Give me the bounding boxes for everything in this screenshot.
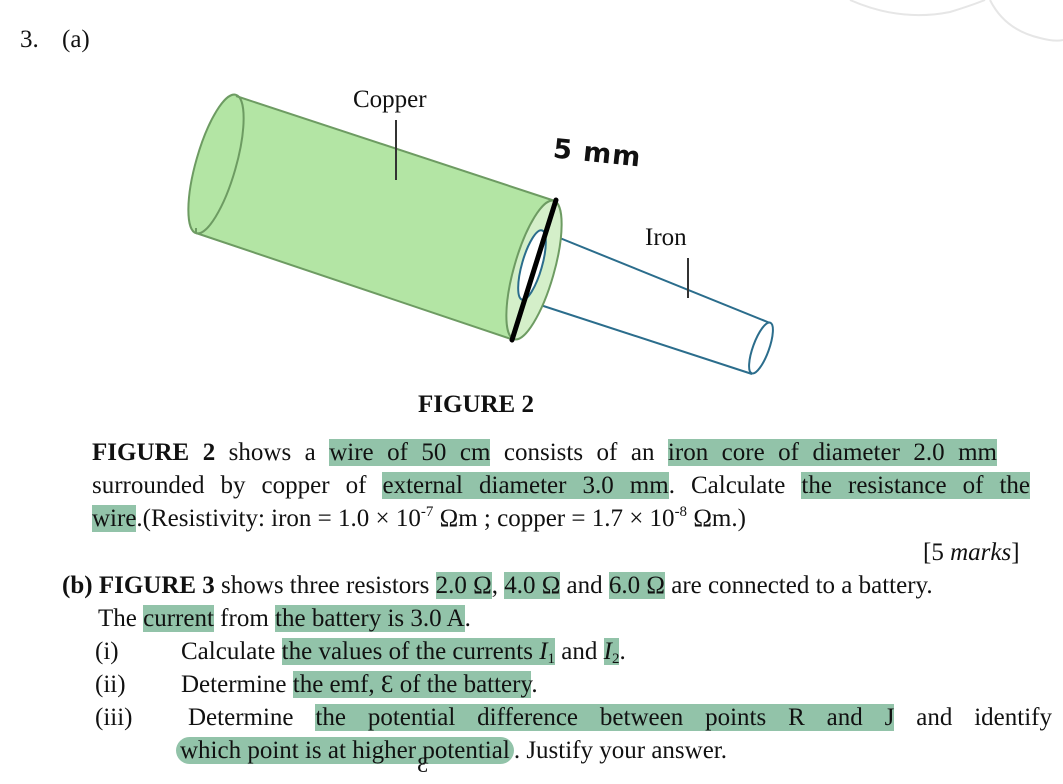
sub-iii-line-2: which point is at higher potential. Just… — [176, 735, 727, 767]
part-a-label: (a) — [62, 26, 90, 53]
copper-cylinder — [187, 93, 563, 341]
diameter-mark — [509, 197, 559, 343]
figure-2-caption: FIGURE 2 — [418, 391, 534, 418]
iron-rod — [524, 229, 774, 375]
part-a-line-2: surrounded by copper of external diamete… — [92, 472, 1031, 499]
sub-i-text: Calculate the values of the currents I1 … — [181, 638, 626, 667]
corner-decoration — [849, 0, 1063, 42]
sub-iii-line-1: Determine the potential difference betwe… — [188, 704, 1052, 731]
copper-label: Copper — [353, 86, 427, 113]
figure-2-diagram — [187, 93, 774, 375]
sub-iii-label: (iii) — [95, 704, 133, 731]
stray-emf-glyph: Ɛ — [417, 752, 429, 777]
marks-label: [5 marks] — [923, 539, 1020, 566]
part-a-line-1: FIGURE 2 shows a wire of 50 cm consists … — [92, 439, 997, 466]
part-a-line-3: wire.(Resistivity: iron = 1.0 × 10-7 Ωm … — [92, 504, 746, 532]
part-b-line-1: (b) FIGURE 3 shows three resistors 2.0 Ω… — [62, 572, 933, 599]
question-number: 3. — [20, 26, 39, 53]
sub-i-label: (i) — [95, 638, 119, 665]
sub-ii-text: Determine the emf, Ɛ of the battery. — [181, 671, 538, 698]
iron-label: Iron — [645, 224, 687, 251]
part-b-line-2: The current from the battery is 3.0 A. — [98, 605, 471, 632]
sub-ii-label: (ii) — [95, 671, 126, 698]
